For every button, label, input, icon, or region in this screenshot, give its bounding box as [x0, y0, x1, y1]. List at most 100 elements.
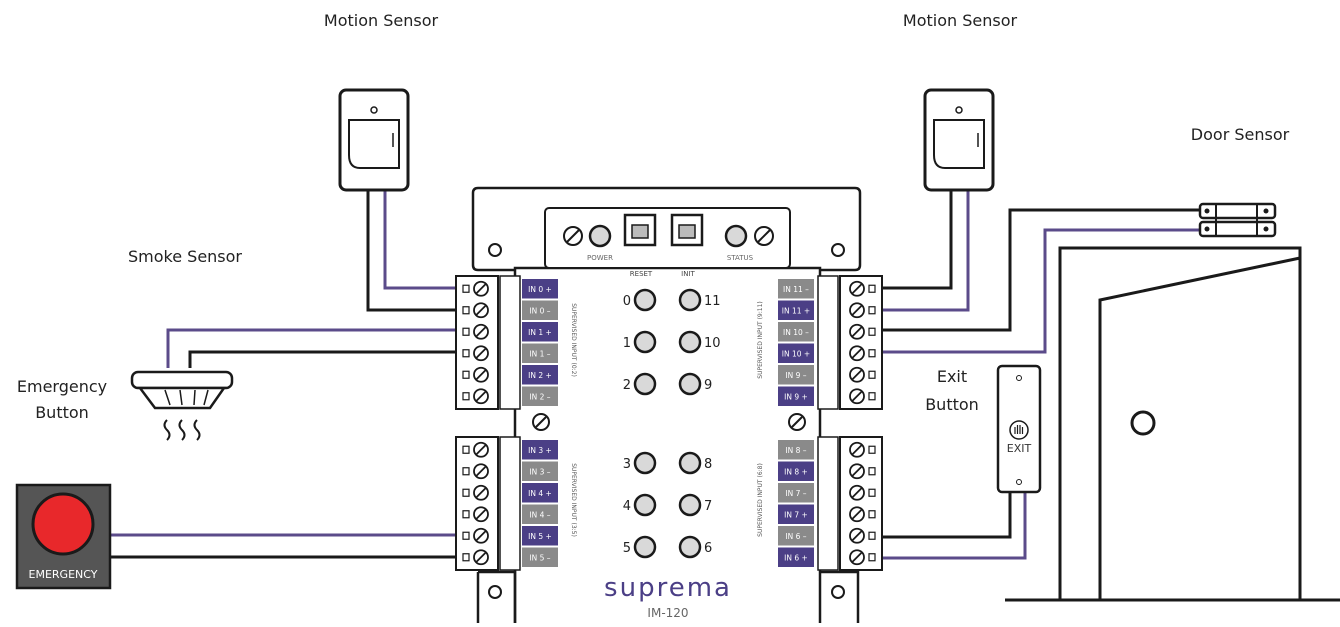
- terminal-tag: [522, 300, 558, 320]
- terminal-label: IN 11 +: [782, 306, 810, 315]
- group-label-0-2: SUPERVISED INPUT (0:2): [570, 303, 577, 377]
- terminal-tag: [778, 461, 814, 481]
- terminal-tag: [522, 461, 558, 481]
- wire-motion-right-purple: [878, 190, 970, 312]
- terminal-pad: [868, 467, 876, 476]
- terminal-pad: [462, 510, 470, 519]
- wire-smoke-purple: [166, 328, 460, 368]
- terminal-label: IN 8 +: [784, 467, 808, 476]
- wire-door-black: [878, 208, 1200, 332]
- terminal-label: IN 7 +: [784, 510, 808, 519]
- terminal-housing: [455, 275, 499, 410]
- terminal-pad: [462, 284, 470, 293]
- terminal-screw-slot: [851, 390, 863, 402]
- terminal-label: IN 2 –: [529, 392, 550, 401]
- terminal-label: IN 5 –: [529, 553, 550, 562]
- input-led: [633, 330, 657, 354]
- motion-sensor-right-label: Motion Sensor: [903, 11, 1018, 30]
- terminal-tag: [778, 300, 814, 320]
- terminal-housing: [455, 436, 499, 571]
- terminal-screw-slot: [851, 508, 863, 520]
- exit-hand-icon: [1009, 420, 1029, 440]
- terminal-screw-slot: [475, 465, 487, 477]
- terminal-screw-slot: [851, 283, 863, 295]
- smoke-sensor-label: Smoke Sensor: [128, 247, 242, 266]
- terminal-tag: [522, 440, 558, 460]
- motion-sensor-left: [338, 88, 410, 192]
- input-led: [678, 535, 702, 559]
- terminal-label: IN 4 +: [528, 489, 552, 498]
- input-led: [678, 330, 702, 354]
- input-led: [678, 288, 702, 312]
- terminal-label: IN 9 –: [785, 371, 806, 380]
- module-body: [513, 266, 822, 627]
- wire-smoke-black: [188, 350, 460, 368]
- terminal-strip: [499, 436, 521, 571]
- input-led: [633, 493, 657, 517]
- terminal-label: IN 1 +: [528, 328, 552, 337]
- terminal-pad: [868, 392, 876, 401]
- terminal-pad: [868, 553, 876, 562]
- terminal-screw-slot: [475, 508, 487, 520]
- smoke-waves-icon: [163, 419, 201, 441]
- terminal-label: IN 6 +: [784, 553, 808, 562]
- terminal-pad: [462, 392, 470, 401]
- group-label-9-11: SUPERVISED INPUT (9:11): [757, 301, 764, 378]
- input-led-number: 0: [623, 294, 631, 309]
- emergency-box-text: EMERGENCY: [29, 568, 98, 581]
- terminal-housing: [839, 275, 883, 410]
- module-bottom-tab-left: [476, 570, 517, 623]
- status-panel: [544, 207, 791, 269]
- wire-exit-purple: [878, 490, 1027, 560]
- exit-button-label-2: Button: [925, 395, 979, 414]
- terminal-screw-slot: [851, 530, 863, 542]
- input-led: [678, 372, 702, 396]
- terminal-label: IN 11 –: [783, 285, 809, 294]
- terminal-strip: [817, 436, 839, 571]
- terminal-pad: [868, 510, 876, 519]
- terminal-screw-slot: [851, 551, 863, 563]
- status-label: STATUS: [727, 254, 754, 262]
- wire-motion-right-black: [878, 190, 953, 290]
- input-led-number: 11: [704, 294, 721, 309]
- im120-module: POWER RESET INIT STATUS SUPERVISED INPUT…: [455, 186, 883, 627]
- terminal-pad: [462, 531, 470, 540]
- mount-hole-bl: [488, 585, 502, 599]
- terminal-label: IN 7 –: [785, 489, 806, 498]
- terminal-pad: [868, 349, 876, 358]
- exit-plate-text: EXIT: [1007, 442, 1032, 455]
- input-led: [633, 288, 657, 312]
- terminal-pad: [868, 306, 876, 315]
- terminal-screw-slot: [475, 347, 487, 359]
- terminal-tag: [522, 504, 558, 524]
- input-led-number: 3: [623, 457, 631, 472]
- terminal-tag: [778, 343, 814, 363]
- terminal-label: IN 10 +: [782, 349, 810, 358]
- terminal-housing: [839, 436, 883, 571]
- terminal-tag: [522, 343, 558, 363]
- wire-motion-left-purple: [383, 190, 460, 290]
- emergency-button-label-1: Emergency: [17, 377, 107, 396]
- init-label: INIT: [681, 270, 695, 278]
- terminal-label: IN 5 +: [528, 532, 552, 541]
- terminal-tag: [778, 483, 814, 503]
- terminal-tag: [522, 365, 558, 385]
- model-label: IM-120: [647, 606, 688, 620]
- terminal-label: IN 1 –: [529, 349, 550, 358]
- group-label-3-5: SUPERVISED INPUT (3:5): [570, 463, 577, 537]
- terminal-screw-slot: [475, 530, 487, 542]
- terminal-screw-slot: [475, 283, 487, 295]
- door-sensor-label: Door Sensor: [1191, 125, 1290, 144]
- terminal-label: IN 8 –: [785, 446, 806, 455]
- wires: [110, 190, 1200, 560]
- smoke-sensor: [130, 370, 234, 441]
- status-led: [724, 224, 748, 248]
- motion-sensor-left-label: Motion Sensor: [324, 11, 439, 30]
- terminal-screw-slot: [851, 304, 863, 316]
- power-label: POWER: [587, 254, 613, 262]
- input-led-number: 1: [623, 336, 631, 351]
- terminal-screw-slot: [475, 304, 487, 316]
- terminal-screw-slot: [475, 326, 487, 338]
